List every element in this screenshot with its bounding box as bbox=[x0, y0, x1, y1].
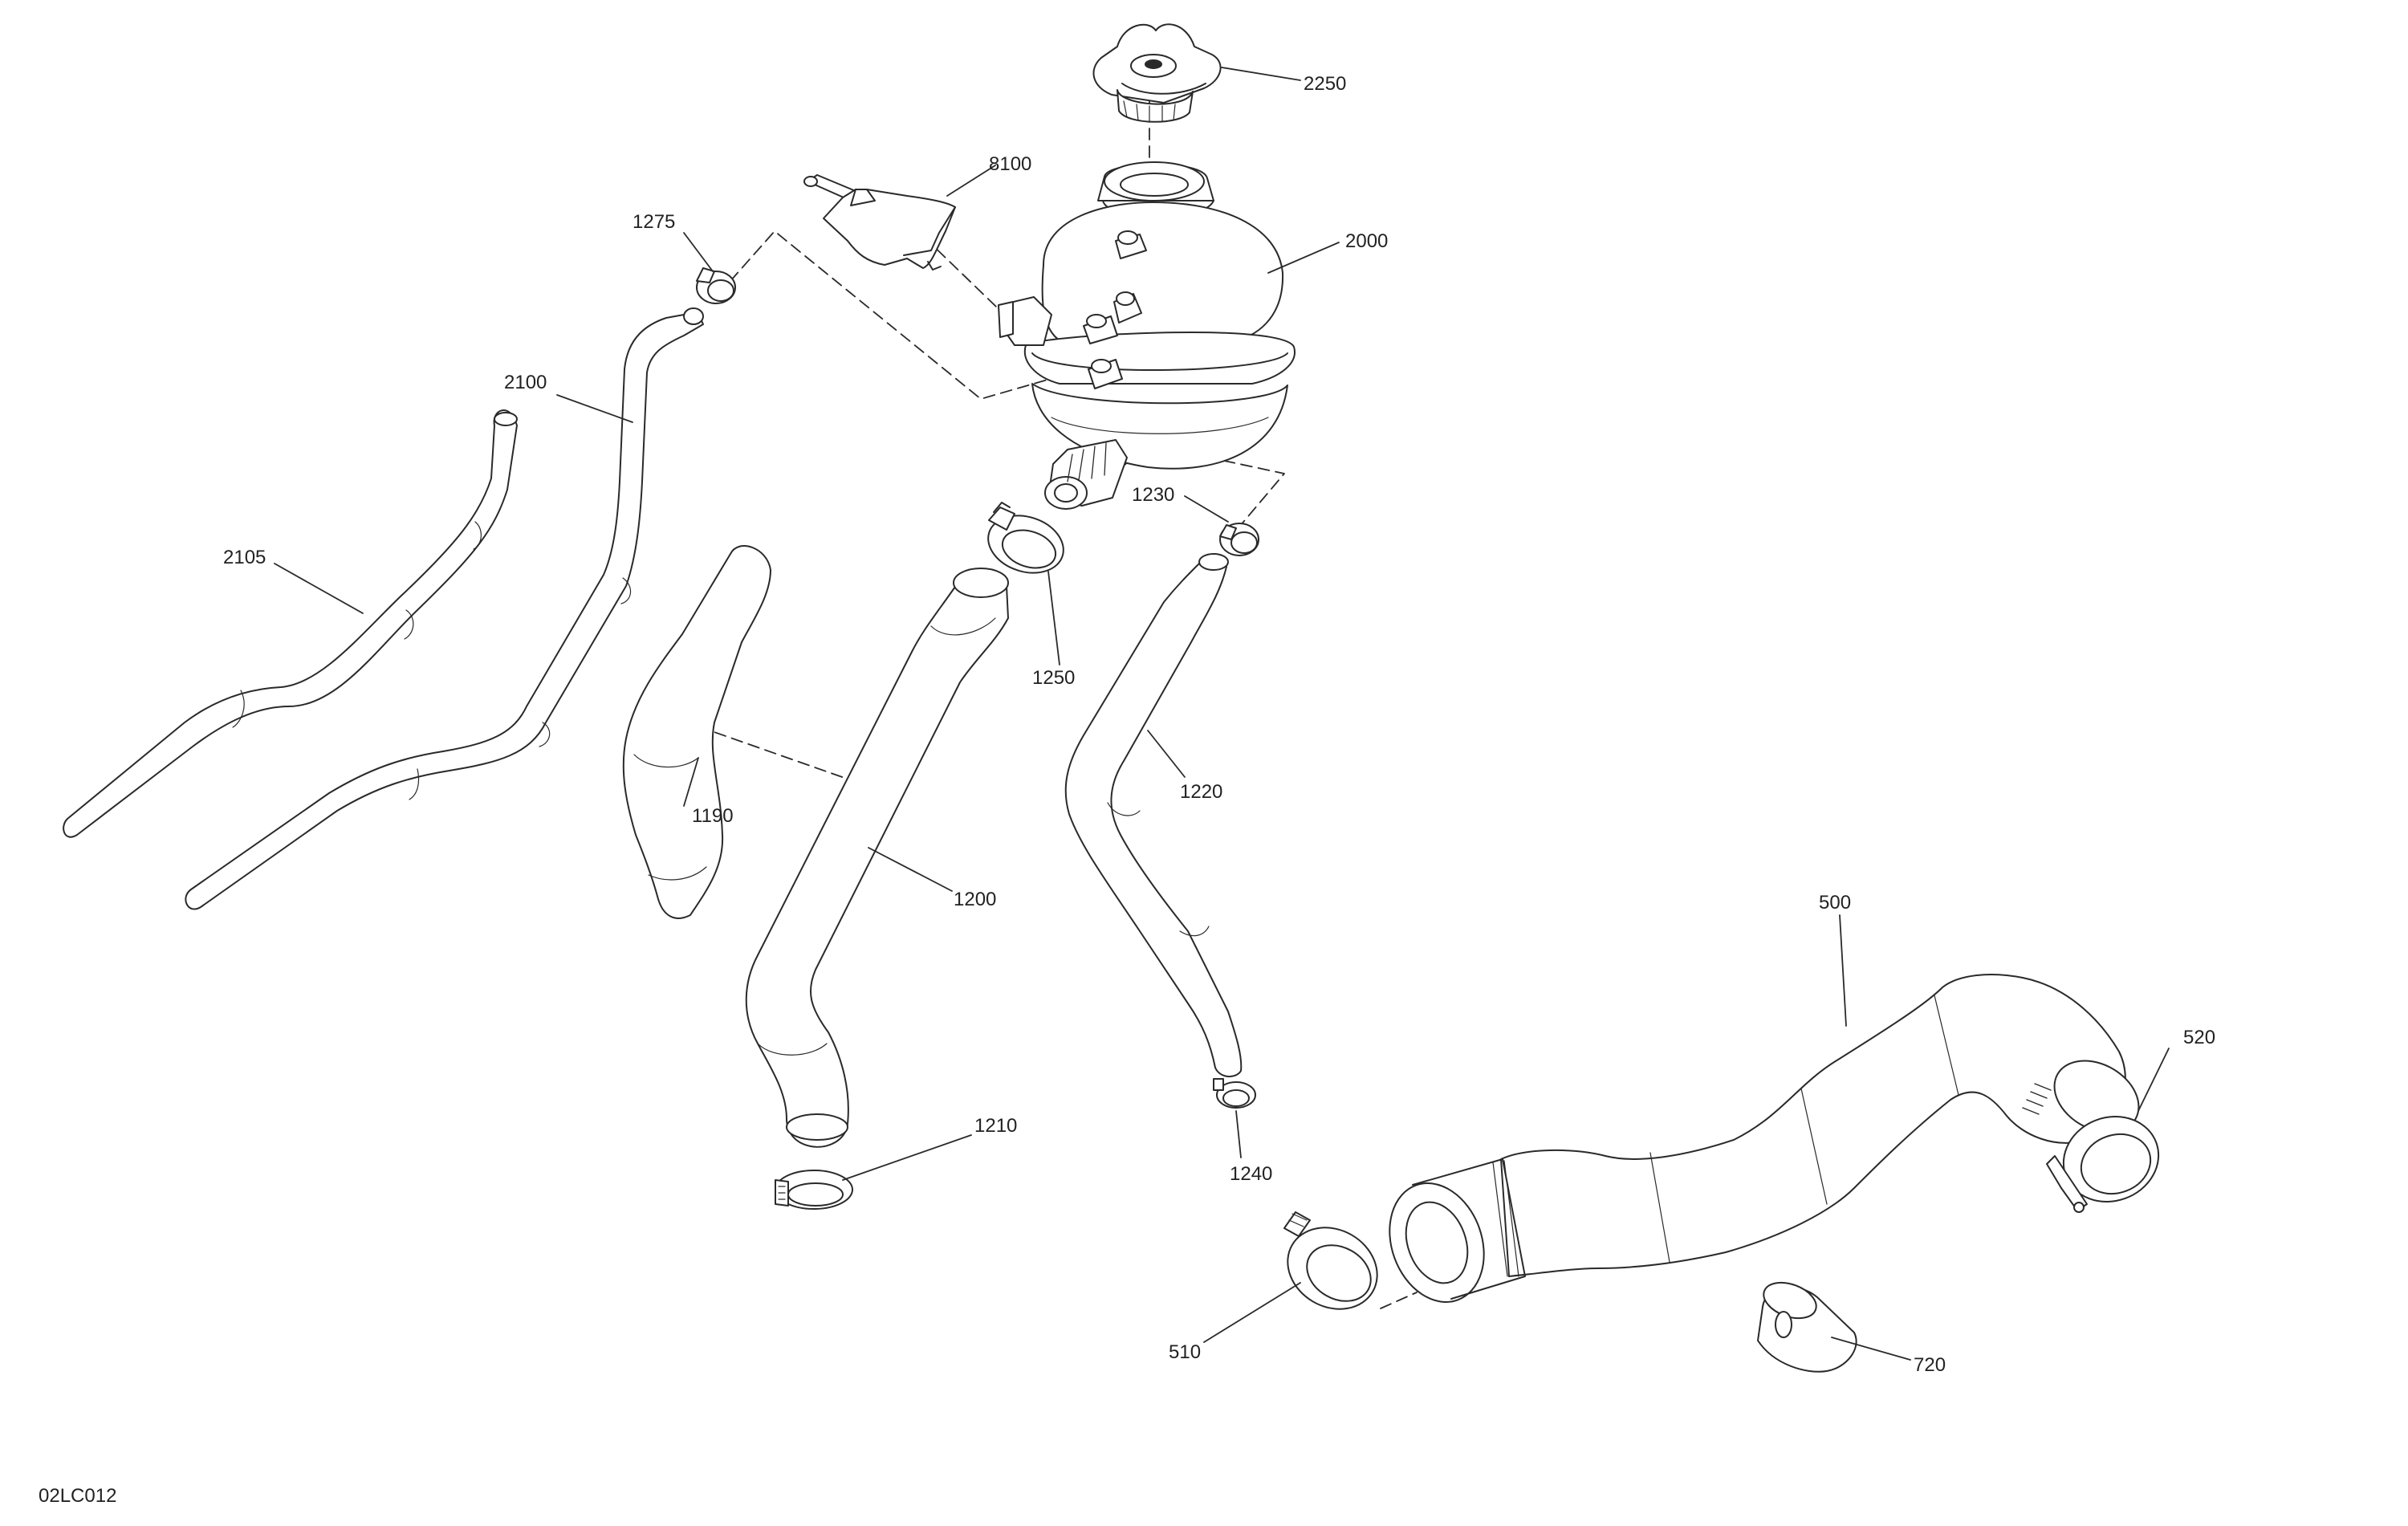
callout-2250: 2250 bbox=[1304, 73, 1346, 95]
part-1230-clamp bbox=[1220, 523, 1259, 555]
part-1240-clamp bbox=[1214, 1079, 1255, 1108]
callout-1200: 1200 bbox=[954, 889, 996, 910]
part-1250-clamp bbox=[981, 503, 1071, 582]
leader-lines bbox=[274, 67, 2170, 1361]
part-2100-hose bbox=[185, 308, 703, 909]
callout-510: 510 bbox=[1169, 1341, 1201, 1363]
callout-720: 720 bbox=[1914, 1354, 1946, 1376]
part-2250-pressure-cap bbox=[1093, 24, 1220, 122]
callout-1230: 1230 bbox=[1132, 484, 1174, 506]
part-500-hose bbox=[1373, 975, 2151, 1316]
callout-2000: 2000 bbox=[1345, 230, 1388, 252]
part-510-clamp bbox=[1273, 1211, 1392, 1325]
part-1275-clamp bbox=[697, 268, 735, 303]
part-1210-clamp bbox=[775, 1170, 852, 1209]
reservoir-nipples bbox=[1084, 231, 1146, 389]
drawing-reference-code: 02LC012 bbox=[39, 1485, 117, 1507]
callout-1210: 1210 bbox=[974, 1115, 1017, 1137]
part-1220-hose bbox=[1066, 554, 1242, 1076]
callout-1240: 1240 bbox=[1230, 1163, 1272, 1185]
part-520-clamp bbox=[2047, 1104, 2170, 1215]
callout-1220: 1220 bbox=[1180, 781, 1222, 803]
part-2000-coolant-reservoir bbox=[999, 162, 1295, 509]
callout-labels: 2250 8100 2000 1275 2100 2105 1230 1250 … bbox=[223, 73, 2215, 1376]
part-8100-bracket bbox=[804, 175, 955, 270]
callout-8100: 8100 bbox=[989, 153, 1031, 175]
part-720-sleeve bbox=[1758, 1276, 1857, 1372]
part-2105-hose bbox=[63, 410, 517, 837]
part-1190-hose bbox=[624, 546, 771, 918]
callout-1250: 1250 bbox=[1032, 667, 1075, 689]
callout-520: 520 bbox=[2183, 1027, 2215, 1048]
callout-500: 500 bbox=[1819, 892, 1851, 914]
callout-2100: 2100 bbox=[504, 372, 547, 393]
callout-1275: 1275 bbox=[633, 211, 675, 233]
part-1200-hose bbox=[746, 568, 1008, 1147]
callout-1190: 1190 bbox=[692, 805, 734, 827]
reservoir-outlet bbox=[1045, 440, 1127, 509]
callout-2105: 2105 bbox=[223, 547, 266, 568]
